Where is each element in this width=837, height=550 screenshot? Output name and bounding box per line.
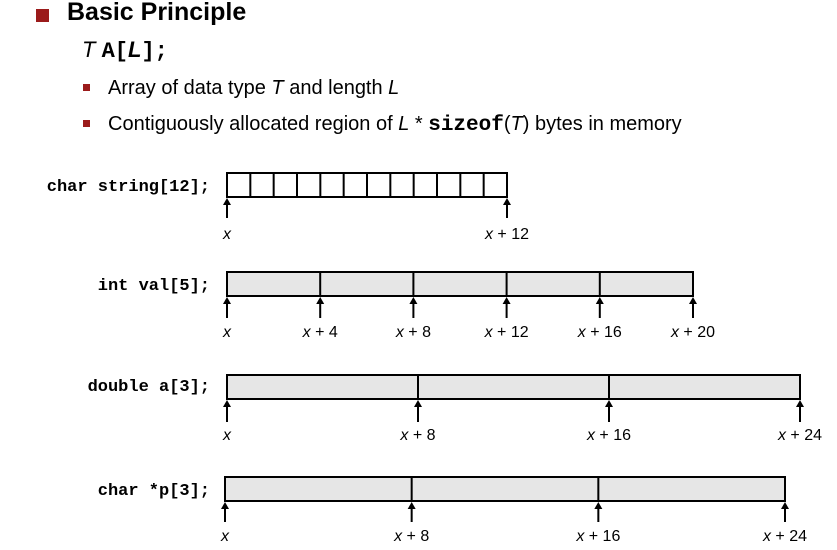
arrow-head-icon [223, 297, 231, 304]
address-label: x [222, 324, 232, 341]
bullet2-close-paren: ) [522, 113, 530, 135]
bullet-array-description: Array of data type T and length L [108, 77, 399, 100]
bullet2-text-a: Contiguously allocated region of [108, 113, 399, 135]
arrow-head-icon [781, 502, 789, 509]
bullet2-sizeof: sizeof [428, 114, 504, 137]
address-label: x + 24 [777, 427, 822, 444]
address-label: x + 16 [577, 324, 622, 341]
arrow-head-icon [414, 400, 422, 407]
address-label: x [220, 528, 230, 545]
address-label: x + 12 [484, 226, 529, 243]
bullet1-text-a: Array of data type [108, 77, 272, 99]
address-label: x + 16 [586, 427, 631, 444]
arrow-head-icon [595, 297, 604, 304]
array-block [224, 476, 786, 502]
array-decl-double-a: double a[3]; [87, 378, 210, 397]
address-label: x + 16 [575, 528, 620, 545]
arrow-head-icon [594, 502, 603, 509]
sub-bullet-icon [83, 120, 90, 127]
address-label: x + 8 [393, 528, 429, 545]
address-label: x + 12 [484, 324, 529, 341]
arrow-head-icon [502, 297, 511, 304]
bullet-contiguous-description: Contiguously allocated region of L * siz… [108, 113, 682, 137]
section-title: Basic Principle [67, 0, 247, 26]
array-decl-char-string: char string[12]; [46, 178, 210, 197]
bullet1-text-b: and length [283, 77, 389, 99]
array-decl-int-val: int val[5]; [97, 277, 210, 296]
bullet2-star: * [409, 113, 429, 135]
sub-bullet-icon [83, 84, 90, 91]
arrow-head-icon [605, 400, 613, 407]
arrow-head-icon [316, 297, 325, 304]
arrow-head-icon [409, 297, 418, 304]
bullet1-length: L [388, 77, 400, 99]
arrow-head-icon [223, 198, 231, 205]
array-decl-char-ptr: char *p[3]; [97, 482, 210, 501]
bullet2-type: T [510, 113, 523, 135]
decl-close: ]; [141, 39, 168, 64]
main-bullet-icon [36, 9, 49, 22]
bullet1-type: T [271, 77, 284, 99]
arrow-head-icon [221, 502, 229, 509]
address-label: x + 4 [302, 324, 338, 341]
array-block [226, 374, 801, 400]
address-label: x + 8 [395, 324, 431, 341]
arrow-head-icon [796, 400, 804, 407]
address-label: x + 8 [399, 427, 435, 444]
arrow-head-icon [407, 502, 416, 509]
declaration-syntax: T A[L]; [82, 37, 168, 64]
decl-type-var: T [82, 37, 96, 62]
bullet2-text-b: bytes in memory [529, 113, 682, 135]
array-block [226, 271, 694, 297]
arrow-head-icon [689, 297, 697, 304]
decl-length-var: L [127, 37, 142, 62]
arrow-head-icon [503, 198, 511, 205]
address-label: x [222, 226, 232, 243]
arrow-head-icon [223, 400, 231, 407]
address-label: x + 24 [762, 528, 807, 545]
address-label: x + 20 [670, 324, 715, 341]
bullet2-length: L [398, 113, 410, 135]
decl-array-expr: A[ [101, 39, 128, 64]
address-label: x [222, 427, 232, 444]
bullet2-open-paren: ( [503, 113, 511, 135]
